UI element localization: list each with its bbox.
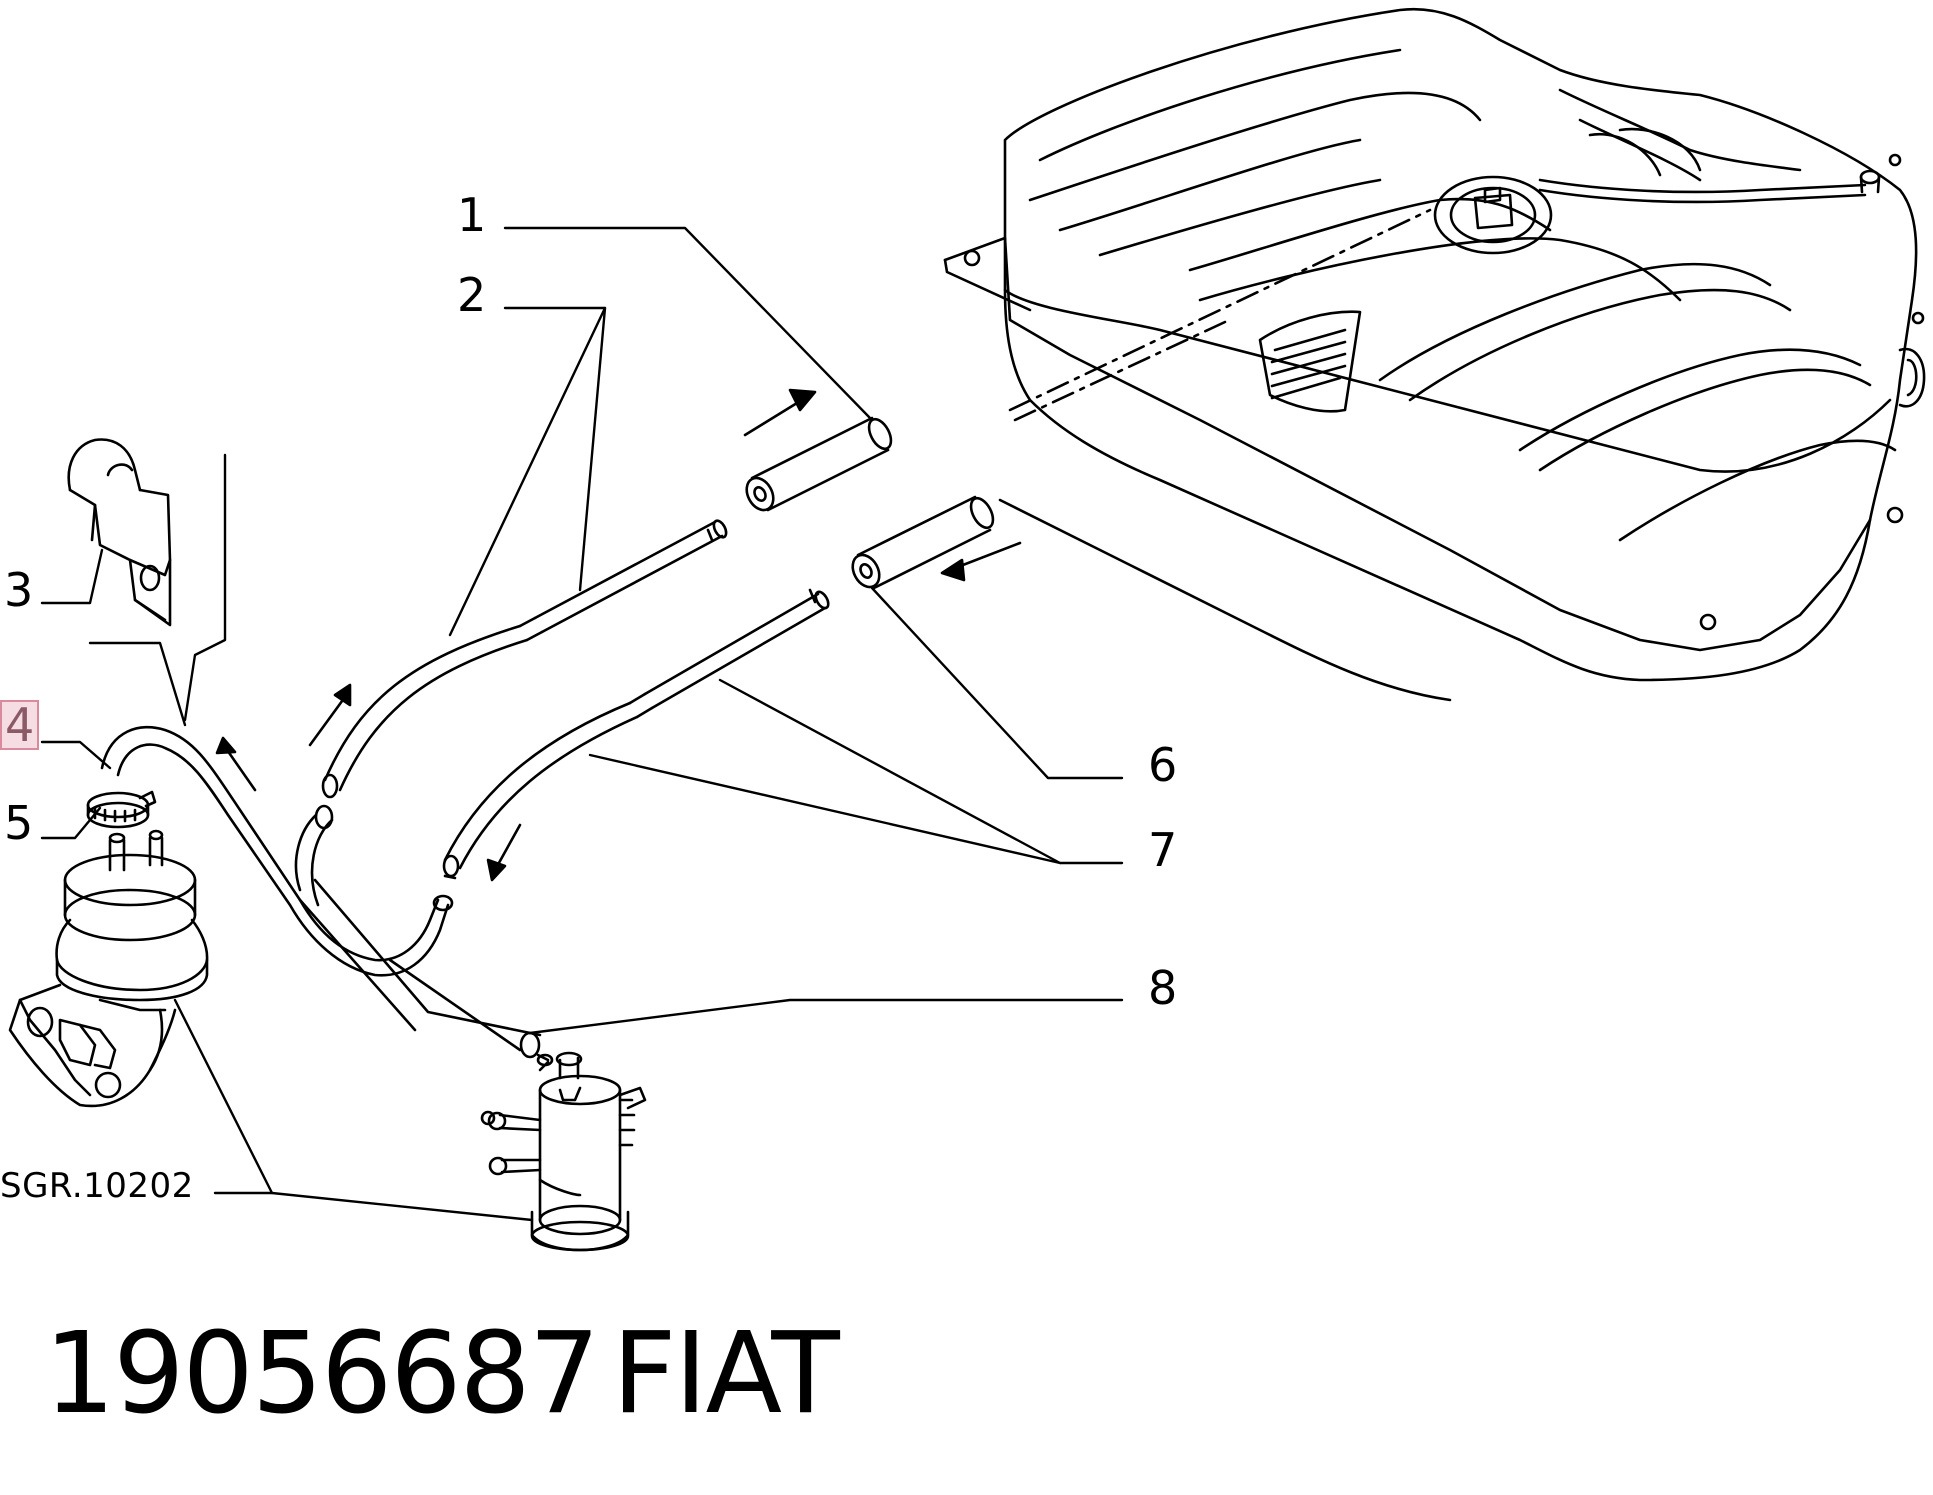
- brand-name: FIAT: [612, 1309, 840, 1439]
- leader-2a: [450, 308, 605, 635]
- leader-lines: [42, 228, 1122, 1220]
- callout-2: 2: [457, 268, 487, 322]
- fuel-pump: [10, 831, 207, 1106]
- callout-8: 8: [1148, 961, 1178, 1015]
- leader-8: [530, 1000, 1122, 1033]
- callout-7: 7: [1148, 823, 1178, 877]
- leader-4: [42, 742, 110, 768]
- leader-6: [872, 588, 1122, 778]
- reference-code: SGR.10202: [0, 1166, 194, 1206]
- callout-6: 6: [1148, 738, 1178, 792]
- part-1-rubber-hose: [741, 416, 895, 515]
- callout-3: 3: [4, 563, 34, 617]
- leader-3c: [90, 643, 185, 725]
- callout-4-highlighted: 4: [0, 700, 40, 750]
- fuel-filter: [482, 1053, 645, 1250]
- part-7-metal-pipe: [444, 590, 831, 878]
- flow-arrows: [217, 390, 1020, 880]
- part-2-metal-pipe: [296, 519, 729, 905]
- callout-1: 1: [457, 188, 487, 242]
- part-number: 19056687: [44, 1309, 600, 1439]
- part-5-clamp: [88, 792, 155, 827]
- fuel-tank: [945, 9, 1924, 700]
- leader-3: [42, 550, 102, 603]
- leader-7b: [590, 755, 1060, 863]
- reference-lines: [1010, 210, 1430, 420]
- part-3-bracket: [69, 440, 170, 625]
- leader-5: [42, 808, 100, 838]
- callout-5: 5: [4, 796, 34, 850]
- leader-1: [505, 228, 870, 418]
- leader-3b: [185, 455, 225, 720]
- leader-2b: [580, 308, 605, 590]
- connecting-tube: [300, 880, 540, 1057]
- leader-sgr-b: [272, 1193, 532, 1220]
- leader-sgr-a: [175, 1000, 272, 1193]
- part-6-rubber-hose: [847, 495, 997, 592]
- leader-7a: [720, 680, 1122, 863]
